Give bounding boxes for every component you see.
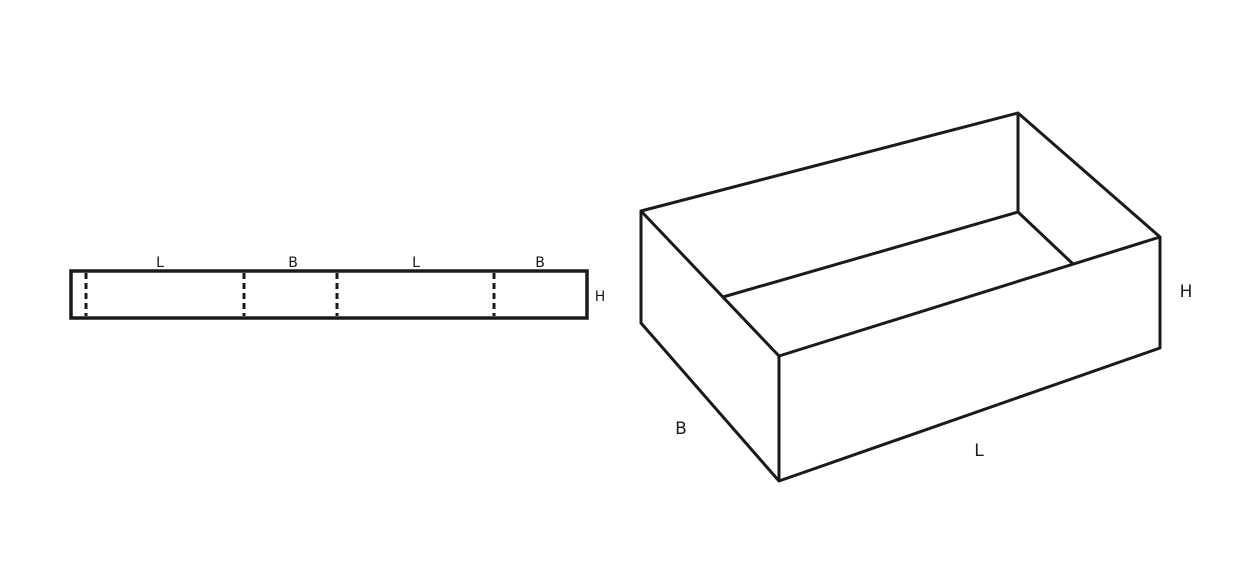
flat-layout	[69, 269, 589, 320]
box-front-bottom	[639, 211, 1162, 483]
box-top-rim	[639, 111, 1162, 358]
panel-label-1: L	[156, 255, 164, 271]
panel-label-3: L	[412, 255, 420, 271]
panel-label-2: B	[288, 255, 298, 271]
flat-outline	[69, 269, 589, 320]
box-height-label: H	[1180, 282, 1193, 302]
box-inner-edges	[722, 210, 1075, 299]
box-length-label: L	[974, 441, 984, 461]
box-3d	[639, 111, 1162, 483]
panel-label-4: B	[535, 255, 545, 271]
flat-height-label: H	[595, 289, 606, 305]
box-breadth-label: B	[675, 419, 687, 439]
